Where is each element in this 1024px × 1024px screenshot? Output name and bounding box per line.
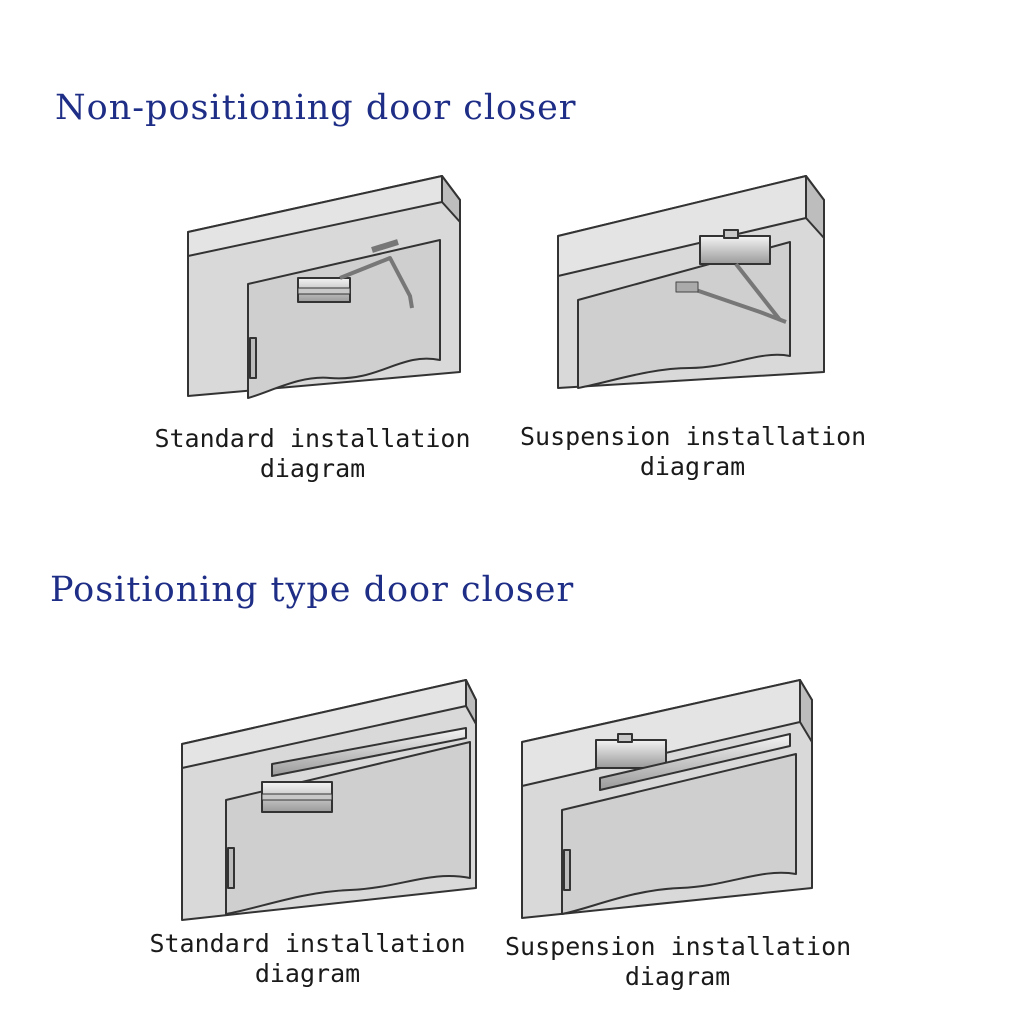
caption-line: diagram — [624, 962, 731, 991]
closer-arm — [339, 239, 414, 309]
diagram-standard-non-positioning — [187, 175, 461, 399]
door-closer-body — [261, 781, 333, 813]
caption-line: diagram — [254, 959, 361, 988]
door-closer-body — [595, 733, 667, 769]
closer-arm — [675, 262, 787, 324]
door-closer-body — [297, 277, 351, 303]
caption-line: Suspension installation — [505, 932, 852, 961]
caption-line: Suspension installation — [520, 422, 867, 451]
closer-slide-rail — [271, 727, 467, 777]
caption-standard-positioning: Standard installation diagram — [135, 929, 480, 989]
caption-suspension-positioning: Suspension installation diagram — [505, 932, 852, 992]
door-closer-body — [699, 229, 771, 265]
caption-standard-non-positioning: Standard installation diagram — [140, 424, 485, 484]
caption-line: diagram — [259, 454, 366, 483]
diagram-standard-positioning — [181, 679, 477, 921]
section-title-non-positioning: Non-positioning door closer — [55, 88, 577, 128]
caption-line: Standard installation — [154, 424, 471, 453]
closer-slide-rail — [599, 733, 791, 791]
diagram-suspension-positioning — [521, 679, 813, 919]
caption-line: diagram — [639, 452, 746, 481]
diagram-suspension-non-positioning — [557, 175, 825, 389]
section-title-positioning: Positioning type door closer — [50, 570, 575, 610]
caption-suspension-non-positioning: Suspension installation diagram — [520, 422, 867, 482]
caption-line: Standard installation — [149, 929, 466, 958]
